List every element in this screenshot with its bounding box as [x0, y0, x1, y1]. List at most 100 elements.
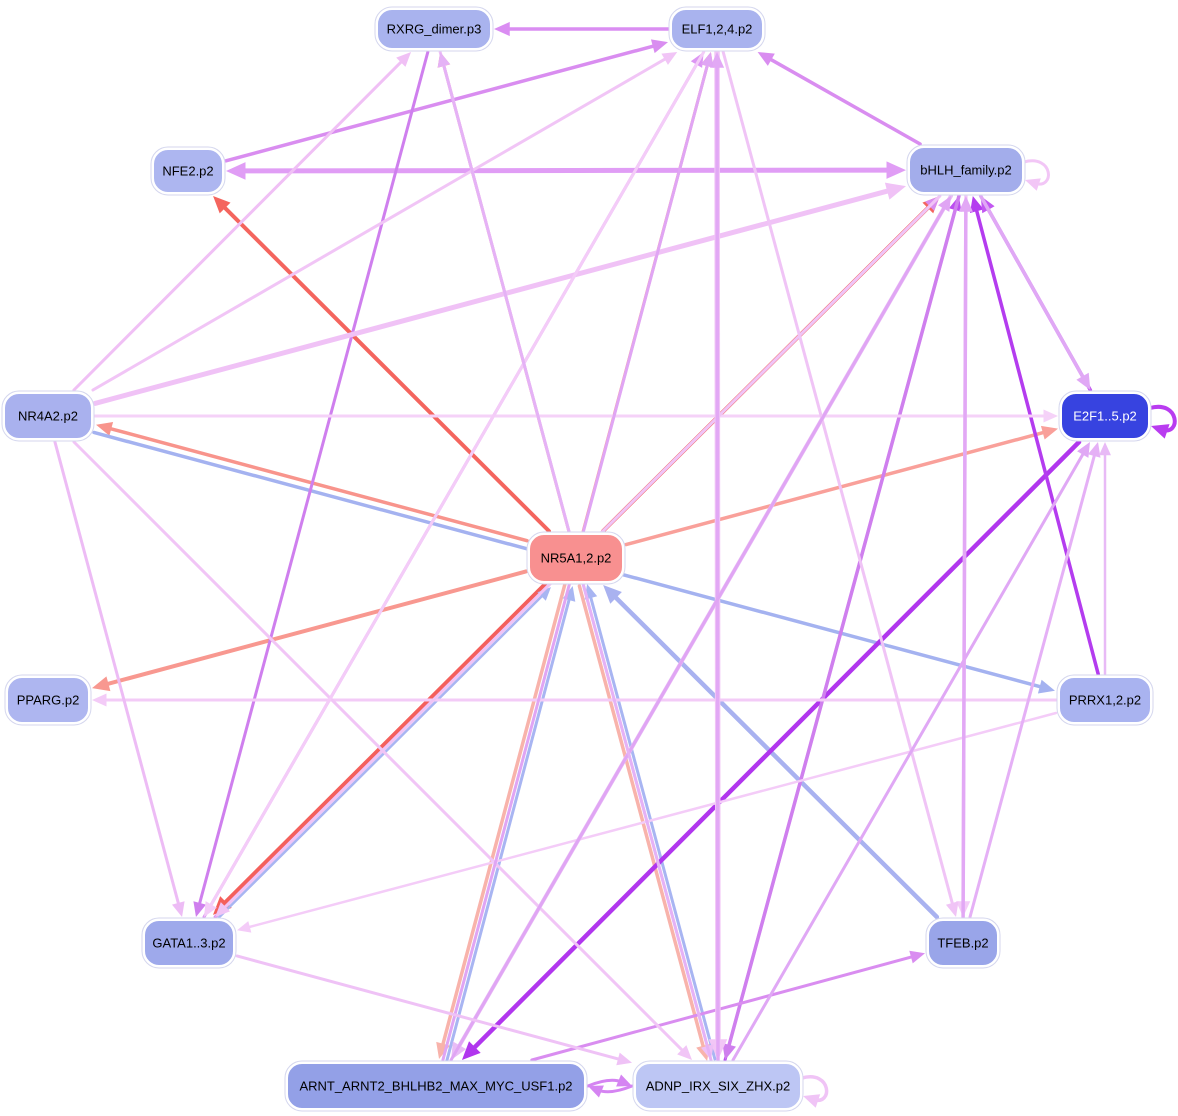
node-label: ELF1,2,4.p2	[682, 22, 753, 37]
graph-node-pparg[interactable]: PPARG.p2	[4, 674, 92, 726]
node-label: PPARG.p2	[17, 693, 80, 708]
arrowhead	[700, 52, 714, 68]
edge-arnt-adnp	[586, 1078, 625, 1088]
arrowhead	[938, 196, 951, 212]
node-box	[143, 919, 235, 967]
arrowhead	[909, 950, 925, 964]
node-label: RXRG_dimer.p3	[387, 22, 482, 37]
arrowhead	[709, 52, 725, 68]
edge-adnp-arnt	[595, 1084, 634, 1094]
arrowhead	[588, 1085, 604, 1098]
edge-bhlh-e2f	[978, 194, 1087, 383]
self-loop-bhlh	[1022, 159, 1050, 186]
graph-node-nfe2[interactable]: NFE2.p2	[150, 146, 226, 196]
edge-nr5a1-nr4a2	[104, 425, 529, 543]
edge-rxrg-gata	[197, 50, 430, 909]
arrowhead	[1040, 425, 1058, 440]
edge-nr5a1-e2f	[624, 429, 1050, 547]
arrowhead	[1099, 442, 1111, 456]
edge-prrx-gata	[244, 711, 1058, 930]
arrowhead	[1077, 442, 1090, 458]
graph-node-bhlh[interactable]: bHLH_family.p2	[906, 144, 1026, 196]
arrowhead	[757, 52, 775, 66]
edge-nr4a2-rxrg	[72, 57, 406, 392]
node-box	[6, 676, 90, 724]
arrowhead	[1037, 679, 1055, 694]
arrowhead	[92, 676, 111, 692]
self-loop-adnp	[800, 1075, 829, 1102]
edge-nfe2-bhlh	[237, 167, 895, 174]
graph-node-nr5a1[interactable]: NR5A1,2.p2	[526, 531, 626, 585]
graph-node-elf[interactable]: ELF1,2,4.p2	[668, 6, 766, 52]
edge-tfeb-nr5a1	[609, 591, 940, 920]
edge-tfeb-bhlh	[961, 205, 968, 919]
arrowhead	[958, 196, 973, 212]
arrowhead	[96, 422, 114, 436]
arrowhead	[193, 901, 207, 917]
edge-e2f-arnt	[468, 439, 1082, 1054]
node-label: E2F1..5.p2	[1073, 409, 1137, 424]
graph-node-arnt[interactable]: ARNT_ARNT2_BHLHB2_MAX_MYC_USF1.p2	[284, 1060, 588, 1112]
edge-nr5a1-pparg	[101, 569, 528, 688]
edge-nr5a1-adnp	[577, 584, 707, 1053]
graph-node-gata[interactable]: GATA1..3.p2	[141, 917, 237, 969]
node-box	[286, 1062, 586, 1110]
graph-node-prrx[interactable]: PRRX1,2.p2	[1056, 674, 1154, 726]
node-box	[376, 8, 492, 50]
edge-nr4a2-bhlh	[92, 187, 896, 406]
arrowhead	[616, 1074, 632, 1087]
edge-nr5a1-gata	[219, 580, 549, 909]
arrowhead	[886, 161, 906, 179]
self-loop-e2f	[1148, 404, 1177, 433]
node-label: PRRX1,2.p2	[1069, 693, 1141, 708]
edge-prrx-bhlh	[973, 204, 1100, 676]
arrowhead	[92, 693, 107, 707]
arrowhead	[1076, 372, 1091, 390]
graph-node-tfeb[interactable]: TFEB.p2	[925, 917, 1001, 969]
edge-bhlh-elf	[765, 55, 922, 146]
node-box	[152, 148, 224, 194]
node-label: GATA1..3.p2	[152, 936, 225, 951]
edge-adnp-elf	[715, 61, 720, 1062]
node-box	[1060, 392, 1150, 440]
edge-gata-nr5a1	[216, 592, 546, 921]
edge-nr4a2-gata	[53, 440, 181, 909]
node-box	[634, 1062, 802, 1110]
arrowhead	[945, 901, 959, 917]
arrowhead	[494, 21, 510, 37]
node-box	[3, 392, 93, 440]
node-box	[670, 8, 764, 50]
arrowhead	[722, 1042, 736, 1060]
node-box	[908, 146, 1024, 194]
arrowhead	[616, 1052, 632, 1066]
node-label: NFE2.p2	[162, 164, 213, 179]
edge-nr4a2-elf	[91, 55, 670, 392]
edge-adnp-nr5a1	[588, 592, 717, 1061]
arrowhead	[969, 196, 984, 214]
graph-node-rxrg[interactable]: RXRG_dimer.p3	[374, 6, 494, 52]
arrowhead	[237, 921, 252, 933]
graph-node-e2f[interactable]: E2F1..5.p2	[1058, 390, 1152, 442]
edge-tfeb-e2f	[968, 450, 1097, 919]
edge-arnt-nr5a1	[445, 594, 572, 1063]
edge-gata-adnp	[235, 954, 624, 1062]
arrowhead	[661, 52, 678, 65]
edge-nr4a2-adnp	[72, 440, 687, 1055]
arrowhead	[226, 162, 246, 180]
graph-node-nr4a2[interactable]: NR4A2.p2	[1, 390, 95, 442]
node-label: ARNT_ARNT2_BHLHB2_MAX_MYC_USF1.p2	[299, 1079, 572, 1094]
arrowhead	[884, 182, 906, 200]
graph-node-adnp[interactable]: ADNP_IRX_SIX_ZHX.p2	[632, 1060, 804, 1112]
edge-arnt-tfeb	[530, 954, 917, 1062]
arrowhead	[1151, 424, 1170, 439]
arrowhead	[1025, 178, 1041, 191]
arrowhead	[1043, 409, 1058, 423]
node-label: NR5A1,2.p2	[541, 551, 612, 566]
edge-elf-tfeb	[721, 50, 955, 909]
edge-arnt-bhlh	[449, 203, 948, 1062]
arrowhead	[803, 1094, 821, 1108]
arrowhead	[171, 901, 185, 917]
